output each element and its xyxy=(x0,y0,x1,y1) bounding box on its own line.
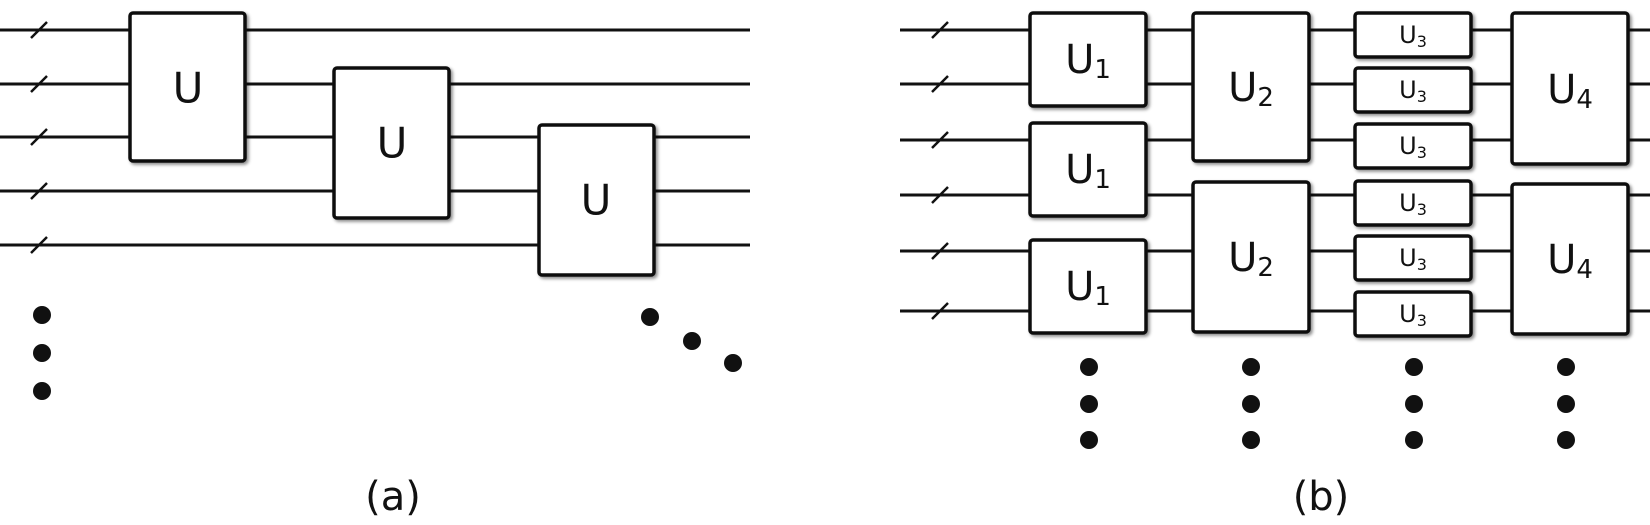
gate-label: U3 xyxy=(1399,189,1427,219)
bundle-slash xyxy=(30,236,48,254)
gate-label: U3 xyxy=(1399,132,1427,162)
gate-u2: U2 xyxy=(1191,11,1311,163)
panel-b: U1 U1 U1 U2 U2 U3 U3 U3 xyxy=(900,11,1650,520)
gate-u3: U3 xyxy=(1353,11,1473,59)
panel-b-bundle-slashes xyxy=(931,21,949,320)
gate-label: U1 xyxy=(1065,37,1111,85)
gate-u: U xyxy=(332,66,451,220)
gate-u3: U3 xyxy=(1353,122,1473,170)
gate-label: U xyxy=(173,64,204,113)
gate-u: U xyxy=(537,123,656,277)
bundle-slash xyxy=(931,75,949,93)
gate-label: U4 xyxy=(1547,237,1593,285)
vertical-ellipsis xyxy=(33,306,51,400)
bundle-slash xyxy=(30,75,48,93)
gate-label: U xyxy=(377,119,408,168)
gate-u3: U3 xyxy=(1353,179,1473,227)
bundle-slash xyxy=(931,131,949,149)
gate-label: U3 xyxy=(1399,300,1427,330)
gate-u2: U2 xyxy=(1191,180,1311,334)
gate-label: U3 xyxy=(1399,76,1427,106)
gate-label: U2 xyxy=(1228,235,1274,283)
gate-u1: U1 xyxy=(1028,11,1148,108)
gate-u4: U4 xyxy=(1510,11,1630,166)
gate-label: U1 xyxy=(1065,147,1111,195)
vertical-ellipsis xyxy=(1242,358,1260,449)
panel-a-caption: (a) xyxy=(365,474,421,520)
bundle-slash xyxy=(931,242,949,260)
bundle-slash xyxy=(931,186,949,204)
gate-label: U3 xyxy=(1399,21,1427,51)
gate-u1: U1 xyxy=(1028,238,1148,335)
gate-label: U3 xyxy=(1399,244,1427,274)
bundle-slash xyxy=(30,182,48,200)
vertical-ellipsis xyxy=(1557,358,1575,449)
panel-a-bundle-slashes xyxy=(30,21,48,254)
gate-u: U xyxy=(128,11,247,163)
gate-label: U4 xyxy=(1547,67,1593,115)
bundle-slash xyxy=(30,128,48,146)
vertical-ellipsis xyxy=(1405,358,1423,449)
bundle-slash xyxy=(931,302,949,320)
gate-u3: U3 xyxy=(1353,234,1473,282)
gate-u3: U3 xyxy=(1353,290,1473,338)
gate-label: U2 xyxy=(1228,65,1274,113)
gate-u4: U4 xyxy=(1510,182,1630,336)
bundle-slash xyxy=(30,21,48,39)
bundle-slash xyxy=(931,21,949,39)
panel-b-caption: (b) xyxy=(1293,474,1350,520)
gate-u3: U3 xyxy=(1353,66,1473,114)
panel-a: U U U (a) xyxy=(0,11,750,520)
gate-label: U xyxy=(581,176,612,225)
vertical-ellipsis xyxy=(1080,358,1098,449)
diagonal-ellipsis xyxy=(641,308,742,372)
gate-label: U1 xyxy=(1065,264,1111,312)
gate-u1: U1 xyxy=(1028,121,1148,218)
